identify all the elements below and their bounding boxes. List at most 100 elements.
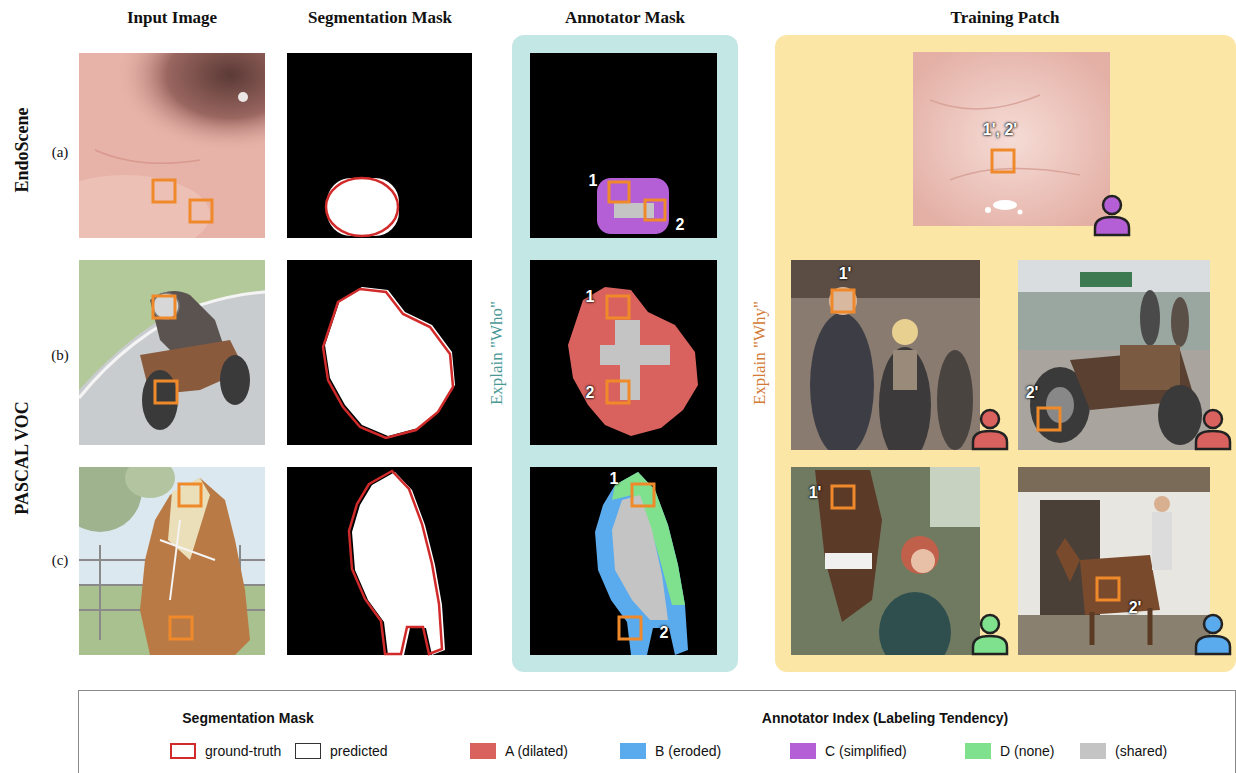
legend-swatch	[170, 743, 196, 759]
annotator-icon-part	[1103, 196, 1121, 214]
crowd-photo-part	[892, 319, 918, 345]
annotator-icon-part	[1196, 636, 1230, 654]
legend-frame-part	[79, 691, 1236, 773]
annotator-mask-part	[600, 320, 670, 400]
horse-woman-photo	[791, 467, 980, 655]
segmentation-mask-part	[287, 53, 472, 238]
crowd-photo-part	[791, 260, 980, 298]
patch-marker-part	[992, 150, 1014, 172]
dataset-label: PASCAL VOC	[12, 401, 33, 515]
annotator-icon-part	[1095, 196, 1129, 235]
stable-photo-part	[1018, 615, 1210, 655]
street-photo-part	[1080, 272, 1132, 287]
patch-marker-part	[607, 296, 629, 318]
horse-woman-photo-part	[879, 592, 951, 655]
endoscopy-photo-part	[115, 53, 265, 153]
crowd-photo	[791, 260, 980, 450]
endoscopy-photo-part	[95, 150, 200, 163]
endoscopy-photo	[79, 53, 265, 238]
row-label: (b)	[51, 347, 69, 364]
segmentation-mask-part	[327, 178, 399, 236]
street-photo	[1018, 260, 1210, 450]
legend-heading: Annotator Index (Labeling Tendency)	[762, 710, 1008, 726]
annotator-icon-part	[1095, 217, 1129, 235]
annotator-mask-part	[597, 178, 669, 234]
horse-photo-part	[140, 478, 250, 655]
patch-marker-part	[1038, 408, 1060, 430]
patch-marker-part	[832, 486, 854, 508]
crowd-photo-part	[937, 350, 973, 450]
annotator-icon-part	[973, 431, 1007, 449]
legend-item: (shared)	[1080, 743, 1167, 759]
callout-number: 2'	[1026, 384, 1039, 402]
legend-text: (shared)	[1115, 743, 1167, 759]
callout-number: 2	[660, 624, 669, 642]
callout-number: 1	[589, 172, 598, 190]
endoscopy-patch-part	[930, 95, 1080, 180]
panel-note: Explain "Who"	[487, 301, 507, 405]
segmentation-mask-part	[349, 471, 442, 654]
annotator-mask-part	[568, 287, 698, 436]
horse-woman-photo-part	[825, 553, 872, 569]
stable-photo	[1018, 467, 1210, 655]
annotator-mask-part	[530, 260, 717, 445]
annotator-icon-part	[973, 636, 1007, 654]
endoscopy-photo-part	[238, 92, 248, 102]
panel-heading: Training Patch	[951, 8, 1060, 28]
patch-marker-part	[153, 180, 175, 202]
street-photo-part	[1018, 350, 1210, 450]
patch-marker-part	[619, 617, 641, 639]
callout-number: 1	[610, 470, 619, 488]
annotator-icon-part	[1204, 615, 1222, 633]
annotator-icon	[973, 196, 1230, 654]
patch-marker-part	[632, 484, 654, 506]
stable-photo-part	[1080, 555, 1160, 615]
street-photo-part	[1158, 385, 1202, 445]
patch-marker-part	[645, 200, 665, 220]
column-heading: Input Image	[127, 8, 217, 28]
motorcycle-photo-part	[220, 355, 250, 405]
segmentation-mask	[287, 53, 472, 655]
motorcycle-photo-part	[142, 370, 178, 430]
callout-number: 1	[586, 288, 595, 306]
endoscopy-patch	[913, 52, 1110, 226]
crowd-photo-part	[879, 347, 931, 450]
stable-photo-part	[1018, 467, 1210, 655]
legend-item: ground-truth	[170, 743, 281, 759]
segmentation-mask-part	[323, 289, 453, 438]
stable-photo-part	[1018, 467, 1210, 492]
street-photo-part	[1120, 345, 1180, 390]
annotator-icon-part	[973, 615, 1007, 654]
endoscopy-patch-part	[993, 200, 1017, 210]
motorcycle-photo-part	[153, 293, 179, 319]
annotator-icon-part	[1196, 431, 1230, 449]
motorcycle-photo-part	[79, 260, 265, 445]
horse-photo-part	[125, 467, 175, 498]
legend-text: ground-truth	[205, 743, 281, 759]
patch-marker	[153, 150, 1119, 639]
legend-swatch	[620, 743, 646, 759]
patch-marker-part	[179, 484, 201, 506]
horse-woman-photo-part	[815, 470, 882, 622]
callout-number: 2'	[1129, 599, 1142, 617]
crowd-photo-part	[829, 287, 857, 315]
annotator-mask-part	[530, 53, 717, 238]
horse-woman-photo-part	[901, 536, 939, 574]
callout-number: 2	[586, 384, 595, 402]
annotator-icon-part	[973, 410, 1007, 449]
patch-marker-part	[190, 200, 212, 222]
annotator-icon-part	[1196, 615, 1230, 654]
patch-marker-part	[1097, 578, 1119, 600]
annotator-icon-part	[981, 410, 999, 428]
legend-text: predicted	[330, 743, 388, 759]
row-label: (c)	[52, 552, 69, 569]
annotator-mask-part	[530, 467, 717, 655]
stable-photo-part	[1154, 496, 1170, 512]
dataset-label: EndoScene	[12, 107, 33, 192]
crowd-photo-part	[893, 350, 917, 390]
panel-note: Explain "Why"	[750, 301, 770, 405]
endoscopy-patch-part	[985, 207, 991, 213]
endoscopy-patch-part	[913, 52, 1110, 226]
